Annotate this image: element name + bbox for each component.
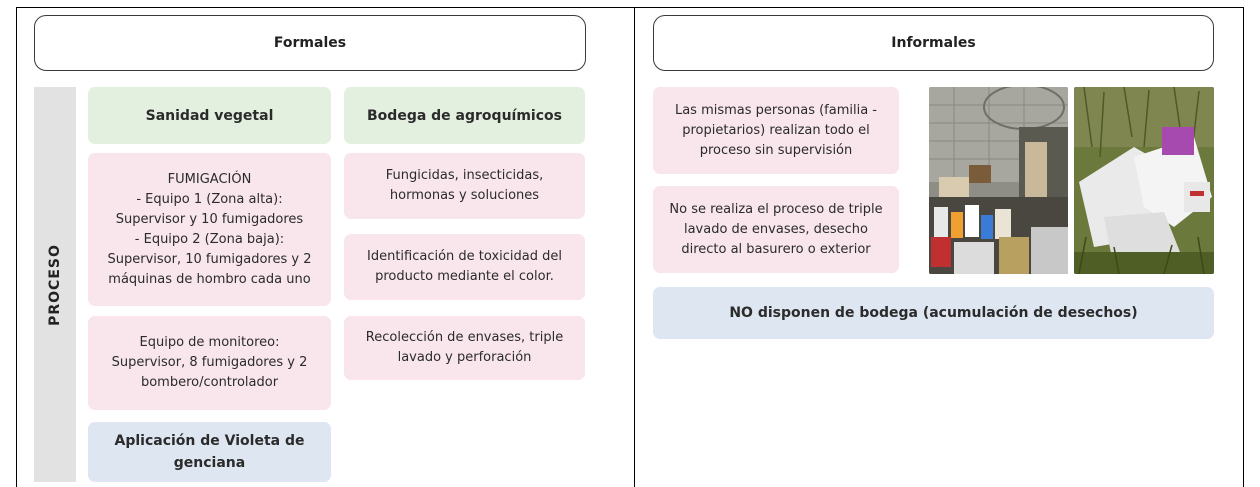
bodega-agroquimicos-card: Bodega de agroquímicos <box>344 87 585 144</box>
proceso-label: PROCESO <box>47 243 64 326</box>
violeta-genciana-card: Aplicación de Violeta de genciana <box>88 422 331 482</box>
table-middle-border <box>634 7 635 487</box>
table-right-border <box>1243 7 1244 487</box>
storage-room-photo <box>929 87 1068 274</box>
proceso-bar: PROCESO <box>34 87 76 482</box>
table-top-border <box>16 7 1244 8</box>
personas-card: Las mismas personas (familia - propietar… <box>653 87 899 174</box>
discarded-bags-photo <box>1074 87 1214 274</box>
no-bodega-card: NO disponen de bodega (acumulación de de… <box>653 287 1214 339</box>
informales-header: Informales <box>653 15 1214 71</box>
toxicidad-card: Identificación de toxicidad del producto… <box>344 234 585 300</box>
triple-lavado-card: No se realiza el proceso de triple lavad… <box>653 186 899 273</box>
discarded-bags-photo-svg <box>1074 87 1214 274</box>
monitoreo-card: Equipo de monitoreo: Supervisor, 8 fumig… <box>88 316 331 410</box>
fumigacion-card: FUMIGACIÓN - Equipo 1 (Zona alta): Super… <box>88 153 331 306</box>
fungicidas-card: Fungicidas, insecticidas, hormonas y sol… <box>344 153 585 219</box>
storage-room-photo-svg <box>929 87 1068 274</box>
formales-header: Formales <box>34 15 586 71</box>
sanidad-vegetal-card: Sanidad vegetal <box>88 87 331 144</box>
table-left-border <box>16 7 17 487</box>
recoleccion-card: Recolección de envases, triple lavado y … <box>344 316 585 380</box>
